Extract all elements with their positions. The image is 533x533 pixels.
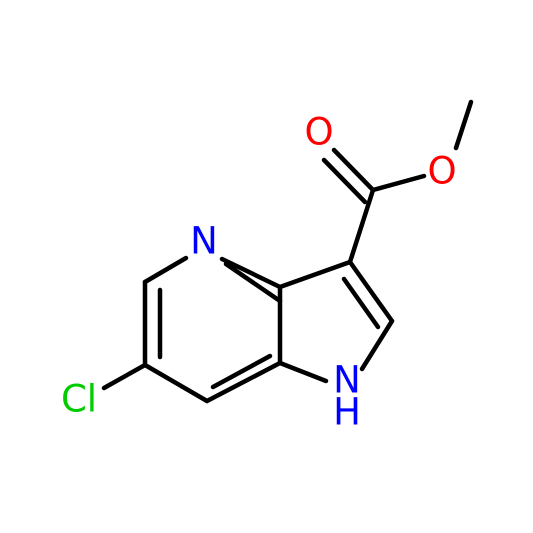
bond-c3-c2-inner xyxy=(341,276,381,330)
bond-c5-n4-outer xyxy=(219,256,283,290)
bond-c5-c6 xyxy=(142,255,189,285)
bond-c3a-c3 xyxy=(277,259,353,290)
bond-c3-c2-outer xyxy=(347,259,395,324)
bond-carbonyl-c-o-double-1 xyxy=(331,147,376,193)
atom-chlorine: Cl xyxy=(61,378,97,421)
atom-ester-o: O xyxy=(427,150,456,193)
atom-carbonyl-o: O xyxy=(304,111,333,154)
atom-nh-h: H xyxy=(333,391,361,434)
bond-c8-c9-outer xyxy=(204,360,283,404)
bond-c7-c8 xyxy=(142,362,210,404)
bond-ester-o-methyl xyxy=(453,99,474,151)
bond-c8-c9-inner xyxy=(210,353,273,390)
bond-n1-c7a xyxy=(277,360,329,384)
atom-nh-n: N xyxy=(333,359,361,402)
atom-ring-n: N xyxy=(190,220,218,263)
bond-c2-n1 xyxy=(359,318,395,372)
bond-carbonyl-c-o-double-2 xyxy=(321,157,368,205)
bond-c3-carbonyl-c xyxy=(347,187,376,265)
bond-carbonyl-c-ester-o xyxy=(370,173,427,193)
bond-c5-n4-inner xyxy=(223,261,283,304)
bond-c7-cl xyxy=(101,362,148,391)
